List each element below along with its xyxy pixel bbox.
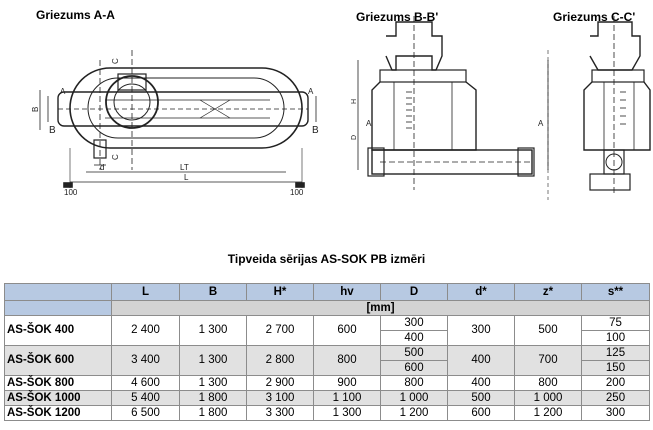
value-cell: 75	[581, 315, 650, 331]
value-cell: 125	[581, 345, 650, 361]
header-cell: d*	[447, 283, 515, 301]
value-cell: 600	[447, 405, 515, 421]
section-label-bb: Griezums B-B'	[356, 10, 439, 24]
label-lt: LT	[180, 163, 189, 172]
header-cell: z*	[514, 283, 582, 301]
value-cell: 400	[447, 345, 515, 376]
model-cell: AS-ŠOK 400	[4, 315, 112, 346]
section-label-aa: Griezums A-A	[36, 8, 115, 22]
value-cell: 5 400	[111, 390, 180, 406]
value-cell: 200	[581, 375, 650, 391]
value-cell: 1 300	[179, 315, 247, 346]
value-cell: 4 600	[111, 375, 180, 391]
value-cell: 1 800	[179, 390, 247, 406]
value-cell: 400	[380, 330, 448, 346]
value-cell: 2 900	[246, 375, 314, 391]
header-cell: D	[380, 283, 448, 301]
value-cell: 500	[447, 390, 515, 406]
value-cell: 2 400	[111, 315, 180, 346]
label-100-left: 100	[64, 188, 78, 197]
value-cell: 300	[447, 315, 515, 346]
value-cell: 600	[380, 360, 448, 376]
model-cell: AS-ŠOK 600	[4, 345, 112, 376]
label-d-small: d	[100, 163, 104, 172]
drawing-section-bb	[357, 16, 549, 200]
header-cell: H*	[246, 283, 314, 301]
drawing-section-cc	[583, 16, 651, 195]
value-cell: 600	[313, 315, 381, 346]
unit-blank	[4, 300, 112, 316]
value-cell: 1 100	[313, 390, 381, 406]
value-cell: 500	[380, 345, 448, 361]
value-cell: 800	[380, 375, 448, 391]
header-cell: hv	[313, 283, 381, 301]
label-d-big: D	[351, 135, 358, 140]
table-row-sub: 400 100	[5, 330, 650, 346]
value-cell: 3 400	[111, 345, 180, 376]
header-cell: B	[179, 283, 247, 301]
header-cell	[4, 283, 112, 301]
value-cell: 250	[581, 390, 650, 406]
value-cell: 500	[514, 315, 582, 346]
label-100-right: 100	[290, 188, 304, 197]
value-cell: 3 100	[246, 390, 314, 406]
label-l: L	[184, 173, 189, 182]
label-a-right: A	[308, 87, 314, 96]
value-cell: 3 300	[246, 405, 314, 421]
value-cell: 2 700	[246, 315, 314, 346]
unit-cell: [mm]	[111, 300, 650, 316]
label-a-left: A	[60, 87, 66, 96]
value-cell: 700	[514, 345, 582, 376]
value-cell: 400	[447, 375, 515, 391]
drawing-section-aa	[39, 50, 317, 188]
section-label-cc: Griezums C-C'	[553, 10, 636, 24]
value-cell: 1 000	[380, 390, 448, 406]
label-a-b2: A	[538, 119, 544, 128]
model-cell: AS-ŠOK 800	[4, 375, 112, 391]
label-a-b1: A	[366, 119, 372, 128]
value-cell: 300	[581, 405, 650, 421]
value-cell: 1 300	[313, 405, 381, 421]
value-cell: 2 800	[246, 345, 314, 376]
value-cell: 1 300	[179, 375, 247, 391]
label-b-dim: B	[31, 107, 40, 112]
label-h: H	[351, 99, 358, 104]
value-cell: 1 800	[179, 405, 247, 421]
header-cell: s**	[581, 283, 650, 301]
value-cell: 1 300	[179, 345, 247, 376]
value-cell: 1 200	[380, 405, 448, 421]
label-c-bottom: C	[111, 154, 120, 160]
value-cell: 800	[313, 345, 381, 376]
value-cell: 150	[581, 360, 650, 376]
model-cell: AS-ŠOK 1200	[4, 405, 112, 421]
technical-drawings: C C A A A A B B B d LT L 100 100 D H	[31, 16, 651, 200]
value-cell: 6 500	[111, 405, 180, 421]
value-cell: 900	[313, 375, 381, 391]
value-cell: 100	[581, 330, 650, 346]
model-cell: AS-ŠOK 1000	[4, 390, 112, 406]
label-c-top: C	[111, 58, 120, 64]
value-cell: 1 200	[514, 405, 582, 421]
label-b-left: B	[49, 125, 56, 136]
value-cell: 300	[380, 315, 448, 331]
table-title: Tipveida sērijas AS-SOK PB izmēri	[227, 252, 426, 266]
label-b-right: B	[312, 125, 319, 136]
unit-row: [mm]	[4, 300, 650, 316]
value-cell: 800	[514, 375, 582, 391]
header-cell: L	[111, 283, 180, 301]
value-cell: 1 000	[514, 390, 582, 406]
